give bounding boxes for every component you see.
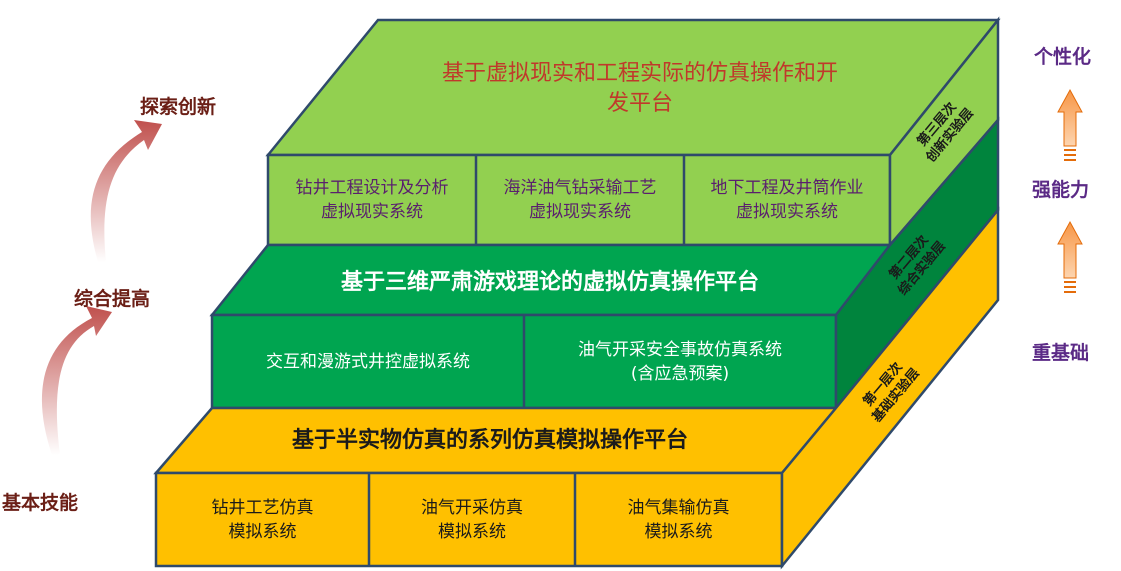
layer2-side-face <box>834 116 1000 412</box>
layer1-box-oil-gas-production: 油气开采仿真 模拟系统 <box>421 497 523 542</box>
label-foundation: 重基础 <box>1032 342 1090 364</box>
label-personalization: 个性化 <box>1034 46 1092 68</box>
layer3-title: 基于虚拟现实和工程实际的仿真操作和开 发平台 <box>441 61 838 116</box>
up-arrow-lower <box>1057 220 1083 293</box>
label-basic-skills: 基本技能 <box>2 492 79 514</box>
curved-arrow-upper <box>90 120 162 262</box>
curved-arrow-lower <box>41 306 112 455</box>
layer3-box-drilling-design: 钻井工程设计及分析 虚拟现实系统 <box>295 178 449 222</box>
layer1-box-drilling-process: 钻井工艺仿真 模拟系统 <box>211 497 314 542</box>
layer1-box-gathering-transport: 油气集输仿真 模拟系统 <box>627 497 730 542</box>
layer2-box-well-control: 交互和漫游式井控虚拟系统 <box>266 351 470 372</box>
layer1-title: 基于半实物仿真的系列仿真模拟操作平台 <box>291 428 688 453</box>
layer1-side-face <box>780 206 1000 570</box>
up-arrow-upper <box>1057 88 1083 161</box>
label-comprehensive-improve: 综合提高 <box>74 288 151 310</box>
layer2-box-safety-accident: 油气开采安全事故仿真系统 (含应急预案) <box>578 339 782 384</box>
label-strong-ability: 强能力 <box>1032 179 1090 201</box>
layer2-title: 基于三维严肃游戏理论的虚拟仿真操作平台 <box>340 270 759 295</box>
layer3-box-offshore: 海洋油气钻采输工艺 虚拟现实系统 <box>503 178 657 222</box>
layer3-box-underground: 地下工程及井筒作业 虚拟现实系统 <box>710 178 864 222</box>
label-explore-innovate: 探索创新 <box>140 96 217 118</box>
